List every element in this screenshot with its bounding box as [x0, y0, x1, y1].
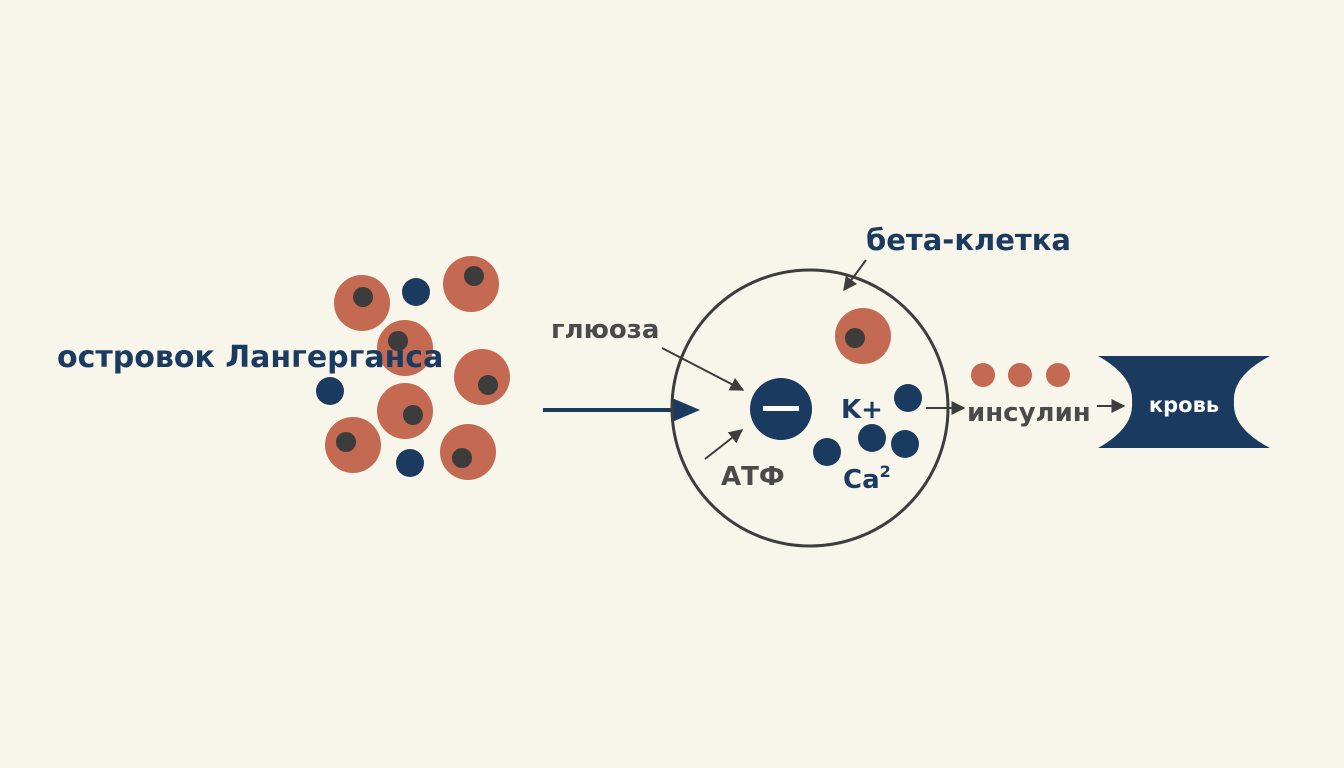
islet-cell [440, 424, 496, 480]
calcium-superscript: 2 [880, 462, 891, 481]
insulin-granule [971, 363, 995, 387]
beta-cell-nucleus [835, 308, 891, 364]
blood-label: кровь [1149, 393, 1219, 417]
ion-dot [891, 430, 919, 458]
islet-cell [325, 417, 381, 473]
beta-cell-pointer-arrow [843, 259, 867, 292]
beta-cell-label: бета-клетка [866, 223, 1071, 257]
potassium-label: K+ [841, 395, 883, 425]
ion-dot [813, 438, 841, 466]
islet-cell [377, 320, 433, 376]
blood-vessel-shape [1098, 356, 1270, 448]
islet-to-cell-arrow [543, 398, 700, 422]
insulin-granule [1008, 363, 1032, 387]
ion-dot [858, 424, 886, 452]
atp-arrow [704, 429, 744, 460]
islet-cell [377, 383, 433, 439]
islet-label: островок Лангерганса [57, 340, 443, 375]
islet-cell [334, 275, 390, 331]
glucose-label: глюоза [551, 315, 659, 345]
glucose-arrow [661, 347, 745, 391]
ion-dot [894, 384, 922, 412]
insulin-label: инсулин [967, 398, 1091, 428]
islet-granule [316, 377, 344, 405]
minus-channel-icon [750, 378, 812, 440]
islet-granule [396, 449, 424, 477]
calcium-label: Ca2 [843, 462, 891, 495]
islet-cell [454, 349, 510, 405]
islet-granule [402, 278, 430, 306]
calcium-symbol: Ca [843, 465, 880, 495]
atp-label: АТФ [721, 462, 785, 492]
insulin-granule [1046, 363, 1070, 387]
islet-cell [443, 256, 499, 312]
islet-cluster [316, 256, 510, 480]
